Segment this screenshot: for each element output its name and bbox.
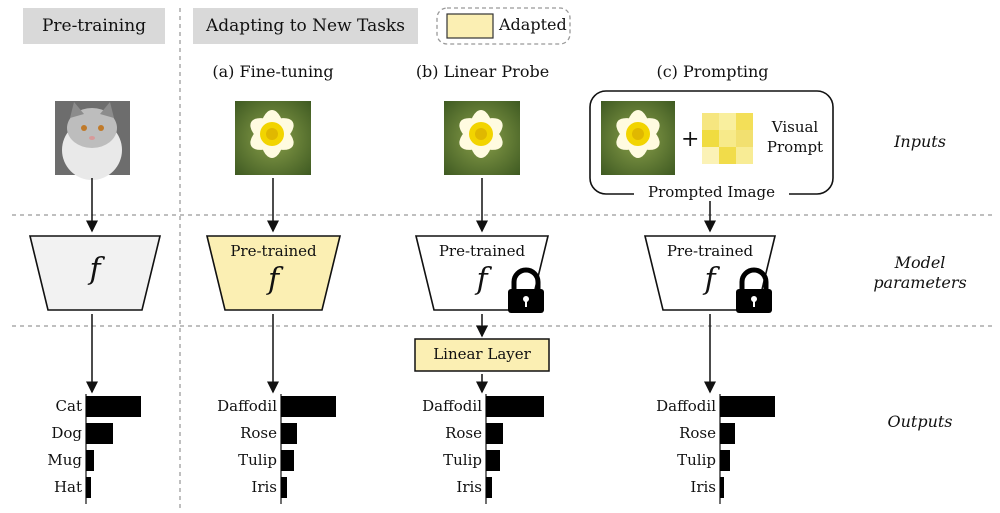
inputs-row-label: Inputs [894,132,946,151]
legend-label: Adapted [499,15,567,34]
bar-iris [486,477,492,498]
f-symbol-prompt: f [704,262,716,297]
model-parameters-row-label: Model parameters [860,253,980,293]
bar-label-rose: Rose [240,424,277,442]
adapting-header: Adapting to New Tasks [193,8,418,44]
visual-prompt-label: Visual Prompt [760,117,830,157]
bar-label-tulip: Tulip [677,451,716,469]
daffodil-image-prompt [601,101,675,175]
bar-dog [86,423,113,444]
bar-daffodil [486,396,544,417]
finetuning-title: (a) Fine-tuning [212,62,334,81]
bar-iris [281,477,287,498]
bar-label-hat: Hat [53,478,82,496]
bar-tulip [486,450,500,471]
bar-daffodil [281,396,336,417]
bar-label-rose: Rose [445,424,482,442]
outputs-row-label: Outputs [887,412,953,431]
legend-swatch [446,13,494,39]
model-params-line-1: Model [894,253,946,272]
lock-icon [508,267,544,313]
bar-daffodil [720,396,775,417]
bar-label-dog: Dog [51,424,82,442]
pretrained-label-finetune: Pre-trained [230,242,317,260]
bar-label-iris: Iris [456,478,482,496]
daffodil-image-finetune [235,101,311,175]
f-symbol-finetune: f [267,262,280,297]
visual-prompt-line-2: Prompt [766,138,824,156]
bar-label-rose: Rose [679,424,716,442]
bar-tulip [720,450,730,471]
adapting-header-label: Adapting to New Tasks [206,16,405,36]
bar-rose [486,423,503,444]
prompting-title: (c) Prompting [656,62,769,81]
model-params-line-2: parameters [873,273,967,292]
bar-label-cat: Cat [55,397,82,415]
lock-icon [736,267,772,313]
visual-prompt-mosaic [702,113,753,164]
bar-rose [281,423,297,444]
pretraining-header: Pre-training [23,8,165,44]
daffodil-image-probe [444,101,520,175]
bar-label-tulip: Tulip [443,451,482,469]
f-symbol-probe: f [476,262,488,297]
bar-mug [86,450,94,471]
pretrained-label-prompt: Pre-trained [666,242,754,260]
bar-label-daffodil: Daffodil [656,397,716,415]
output-charts [85,394,775,504]
bar-label-daffodil: Daffodil [217,397,277,415]
f-symbol-pretrain: f [89,252,101,287]
finetune-model [205,235,342,311]
bar-label-mug: Mug [47,451,82,469]
visual-prompt-line-1: Visual [771,118,819,136]
bar-label-daffodil: Daffodil [422,397,482,415]
bar-label-tulip: Tulip [238,451,277,469]
prompted-image-label: Prompted Image [634,183,789,201]
bar-label-iris: Iris [251,478,277,496]
bar-rose [720,423,735,444]
bar-label-iris: Iris [690,478,716,496]
bar-iris [720,477,724,498]
linear-layer-label: Linear Layer [433,345,531,363]
bar-tulip [281,450,294,471]
bar-cat [86,396,141,417]
pretraining-header-label: Pre-training [41,16,147,36]
linear-probe-title: (b) Linear Probe [415,62,550,81]
pretrained-label-probe: Pre-trained [438,242,526,260]
cat-image [55,101,130,180]
plus-sign: + [681,127,700,152]
pretrain-model [28,235,162,311]
legend-box [436,7,571,45]
bar-hat [86,477,91,498]
linear-layer-box [414,338,550,372]
